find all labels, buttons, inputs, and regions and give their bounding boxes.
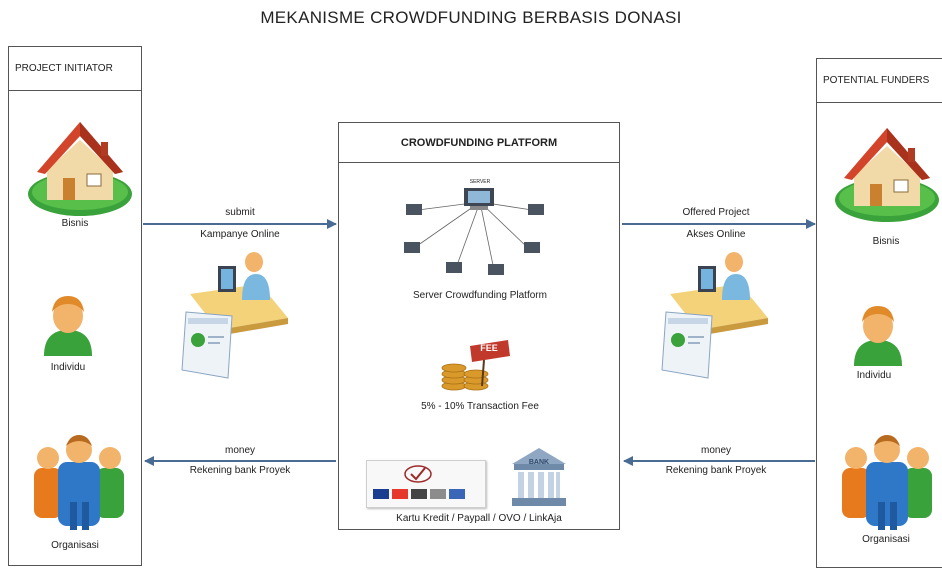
user-at-computer-icon bbox=[661, 252, 768, 379]
card-logo-icon bbox=[411, 489, 427, 499]
left-item-organisasi: Organisasi bbox=[51, 540, 99, 551]
right-item-bisnis: Bisnis bbox=[872, 236, 900, 247]
bank-icon bbox=[512, 448, 566, 506]
arrow-label-line: Offered Project bbox=[682, 207, 750, 218]
arrow-label-line: Rekening bank Proyek bbox=[189, 465, 291, 476]
payment-caption: Kartu Kredit / Paypall / OVO / LinkAja bbox=[396, 513, 562, 524]
panel-header: POTENTIAL FUNDERS bbox=[817, 59, 942, 103]
arrow-label-line: Rekening bank Proyek bbox=[665, 465, 767, 476]
house-icon bbox=[28, 122, 132, 216]
platform-header: CROWDFUNDING PLATFORM bbox=[339, 123, 619, 163]
mastercard-logo-icon bbox=[392, 489, 408, 499]
group-icon bbox=[34, 435, 124, 530]
arrow-label-line: money bbox=[224, 445, 255, 456]
fee-tag: FEE bbox=[480, 343, 498, 353]
person-icon bbox=[44, 296, 92, 356]
server-network-icon bbox=[404, 188, 544, 275]
arrow-label-line: Akses Online bbox=[686, 229, 746, 240]
arrow-label-line: Kampanye Online bbox=[200, 229, 280, 240]
panel-header: PROJECT INITIATOR bbox=[9, 47, 141, 91]
right-item-individu: Individu bbox=[856, 370, 892, 381]
payment-methods-card bbox=[366, 460, 486, 508]
person-icon bbox=[854, 306, 902, 366]
diagram-title: MEKANISME CROWDFUNDING BERBASIS DONASI bbox=[260, 8, 682, 27]
card-logos bbox=[373, 489, 465, 499]
fee-coins-icon bbox=[441, 340, 510, 391]
card-logo-icon bbox=[430, 489, 446, 499]
card-logo-icon bbox=[449, 489, 465, 499]
group-icon bbox=[842, 435, 932, 530]
house-icon bbox=[835, 128, 939, 222]
right-item-organisasi: Organisasi bbox=[862, 534, 910, 545]
left-item-individu: Individu bbox=[50, 362, 86, 373]
checkmark-icon bbox=[404, 465, 432, 483]
visa-logo-icon bbox=[373, 489, 389, 499]
user-at-computer-icon bbox=[181, 252, 288, 379]
bank-sign: BANK bbox=[528, 459, 550, 466]
arrow-label-line: money bbox=[700, 445, 731, 456]
arrow-label-line: submit bbox=[225, 207, 255, 218]
left-item-bisnis: Bisnis bbox=[61, 218, 89, 229]
server-tag: SERVER bbox=[469, 179, 491, 185]
server-caption: Server Crowdfunding Platform bbox=[413, 290, 547, 301]
fee-caption: 5% - 10% Transaction Fee bbox=[421, 401, 539, 412]
